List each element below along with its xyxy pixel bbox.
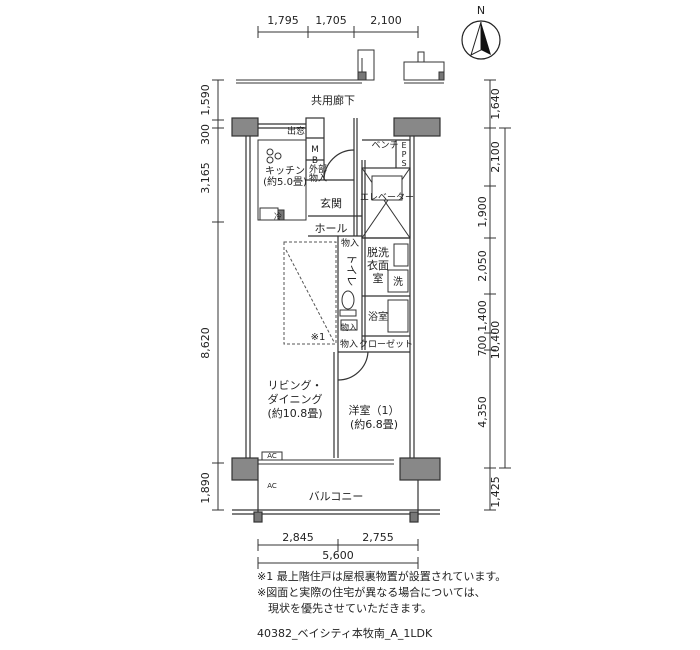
western-room-label: 洋室（1） (349, 403, 400, 417)
storage3-label: 物入 (340, 338, 358, 350)
washroom-label-3: 室 (373, 271, 384, 285)
windows (258, 451, 394, 465)
bath-label: 浴室 (368, 310, 388, 323)
meter-box-label: 出窓 (287, 125, 305, 137)
note-line-1: ※1 最上階住戸は屋根裏物置が設置されています。 (257, 570, 507, 583)
compass-north-label: N (477, 4, 485, 17)
dim-right-2: 2,100 (489, 141, 502, 173)
western-room-size-label: (約6.8畳) (350, 417, 398, 431)
north-compass-icon (461, 20, 501, 60)
dim-top-2: 1,705 (315, 14, 347, 27)
mb-label-1: M (311, 145, 319, 155)
note-line-2: ※図面と実際の住宅が異なる場合については、 (257, 586, 486, 599)
bathroom-fixtures (339, 243, 409, 333)
plan-caption: 40382_ベイシティ本牧南_A_1LDK (257, 627, 433, 640)
storage1-label: 物入 (341, 237, 359, 249)
dim-right-4: 2,050 (476, 250, 489, 282)
right-dimension-line (484, 79, 511, 511)
toilet-label: トイレ (345, 254, 358, 287)
dim-left-1: 1,590 (199, 84, 212, 116)
outer-walls (231, 117, 441, 481)
kitchen-label: キッチン (265, 165, 305, 177)
mb-label-2: B (312, 156, 318, 166)
balcony-railing (232, 480, 440, 523)
dim-right-6: 700 (476, 336, 489, 357)
dim-bottom-total: 5,600 (322, 549, 354, 562)
dim-left-5: 1,890 (199, 472, 212, 504)
dim-top-3: 2,100 (370, 14, 402, 27)
kitchen-size-label: (約5.0畳) (263, 175, 307, 188)
storage-outer-label: 外部 (309, 163, 327, 175)
notes: ※1 最上階住戸は屋根裏物置が設置されています。 ※図面と実際の住宅が異なる場合… (257, 569, 506, 617)
ac-label-2: AC (267, 482, 277, 490)
dim-left-3: 3,165 (199, 162, 212, 194)
dim-right-5: 1,400 (476, 300, 489, 332)
dim-right-total: 10,400 (489, 321, 502, 360)
bench-label: ベンチ (371, 140, 398, 151)
closet-label: クローゼット (359, 338, 413, 350)
adjacent-structure (236, 49, 445, 84)
elevator-shaft (361, 167, 411, 239)
eps-label: E (401, 141, 406, 150)
left-dimension-line (212, 79, 224, 511)
hall-label: ホール (315, 222, 348, 235)
dim-right-7: 4,350 (476, 396, 489, 428)
dim-right-3: 1,900 (476, 196, 489, 228)
washer-label: 洗 (393, 276, 403, 288)
living-label-1: リビング・ (268, 378, 323, 392)
interior-walls (258, 117, 411, 458)
kitchen-fixtures (257, 139, 307, 221)
dim-left-2: 300 (199, 124, 212, 145)
note-mark-label: ※1 (311, 332, 326, 343)
bottom-dimension-line (257, 539, 419, 569)
washroom-label-1: 脱洗 (367, 245, 389, 259)
dim-left-4: 8,620 (199, 327, 212, 359)
top-dimension-line (257, 26, 419, 38)
dim-bottom-1: 2,845 (282, 531, 314, 544)
corridor-label: 共用廊下 (311, 93, 355, 107)
storage2-label: 物入 (341, 322, 357, 332)
fridge-label: 冷 (274, 211, 282, 221)
living-label-2: ダイニング (268, 392, 323, 406)
note-line-3: 現状を優先させていただきます。 (257, 602, 432, 615)
eps-label-2: P (402, 150, 407, 159)
dim-top-1: 1,795 (267, 14, 299, 27)
ac-label-1: AC (267, 452, 277, 460)
dim-bottom-2: 2,755 (362, 531, 394, 544)
balcony-label: バルコニー (309, 490, 364, 503)
elevator-label: エレベーター (360, 192, 414, 203)
entrance-label: 玄関 (320, 196, 342, 210)
eps-label-3: S (401, 159, 406, 168)
storage-outer-label-2: 物入 (309, 172, 327, 184)
dim-right-8: 1,425 (489, 476, 502, 508)
washroom-label-2: 衣面 (367, 258, 389, 272)
dim-right-1: 1,640 (489, 88, 502, 120)
attic-storage-outline (283, 241, 337, 345)
living-size-label: (約10.8畳) (267, 406, 322, 420)
